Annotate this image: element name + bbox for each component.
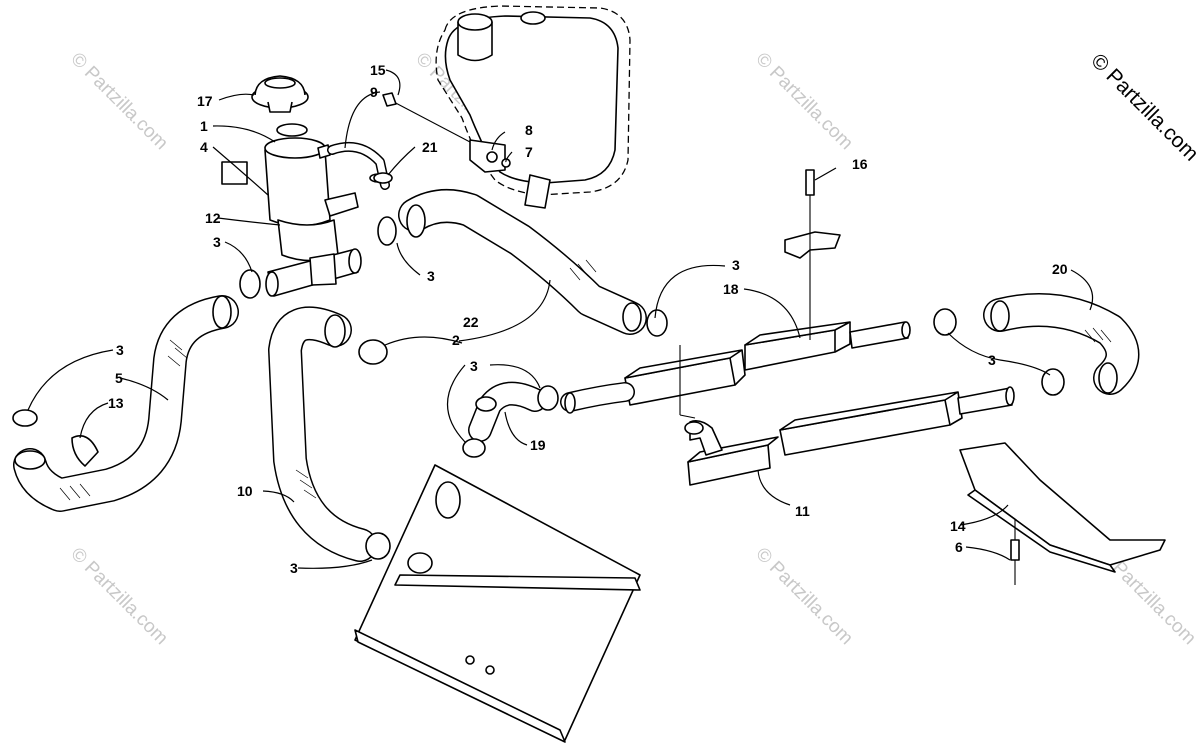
tank-bracket xyxy=(382,92,511,173)
callout-20: 20 xyxy=(1052,261,1068,277)
callout-3-e: 3 xyxy=(470,358,478,374)
bracket-plate xyxy=(784,169,841,340)
callout-19: 19 xyxy=(530,437,546,453)
callout-3-a: 3 xyxy=(213,234,221,250)
callout-16: 16 xyxy=(852,156,868,172)
callout-11: 11 xyxy=(795,503,810,519)
callout-7: 7 xyxy=(525,144,533,160)
callout-labels: 17 1 4 12 3 3 15 9 8 7 21 16 3 18 20 3 3… xyxy=(108,62,1068,576)
callout-14: 14 xyxy=(950,518,966,534)
leader-lines xyxy=(27,69,1094,569)
callout-3-b: 3 xyxy=(427,268,435,284)
elbow-connector xyxy=(679,345,779,486)
watermark-4: © Partzilla.com xyxy=(66,544,171,649)
callout-4: 4 xyxy=(200,139,208,155)
hose-vertical xyxy=(268,306,377,562)
callout-10: 10 xyxy=(237,483,253,499)
callout-9: 9 xyxy=(370,84,378,100)
filler-neck xyxy=(221,123,359,262)
callout-15: 15 xyxy=(370,62,386,78)
hose-elbow xyxy=(468,381,547,442)
hose-left xyxy=(13,295,239,512)
hose-long xyxy=(398,189,647,335)
callout-12: 12 xyxy=(205,210,221,226)
callout-3-f: 3 xyxy=(116,342,124,358)
skid-plate xyxy=(959,442,1166,585)
watermark-6: © Partzilla.com xyxy=(751,544,856,649)
watermark-1: © Partzilla.com xyxy=(66,49,171,154)
heat-exchanger-middle xyxy=(560,349,746,414)
radiator-cap xyxy=(251,75,309,113)
callout-8: 8 xyxy=(525,122,533,138)
radiator-panel xyxy=(354,464,641,743)
callout-3-g: 3 xyxy=(290,560,298,576)
hose-clamps xyxy=(12,172,1065,560)
hose-right xyxy=(983,293,1140,395)
callout-21: 21 xyxy=(422,139,438,155)
callout-18: 18 xyxy=(723,281,739,297)
callout-3-c: 3 xyxy=(732,257,740,273)
callout-13: 13 xyxy=(108,395,124,411)
callout-6: 6 xyxy=(955,539,963,555)
watermark-3: © Partzilla.com xyxy=(751,49,856,154)
callout-17: 17 xyxy=(197,93,213,109)
callout-22: 22 xyxy=(463,314,479,330)
watermark-corner: © Partzilla.com xyxy=(1086,49,1200,165)
tee-fitting xyxy=(265,248,362,297)
overflow-tank xyxy=(435,5,631,209)
callout-1: 1 xyxy=(200,118,208,134)
callout-3-d: 3 xyxy=(988,352,996,368)
heat-exchanger-upper xyxy=(744,321,911,371)
heat-exchanger-lower xyxy=(779,386,1015,456)
callout-5: 5 xyxy=(115,370,123,386)
watermarks: © Partzilla.com © Partzilla.com © Partzi… xyxy=(66,49,1200,649)
callout-2: 2 xyxy=(452,332,460,348)
